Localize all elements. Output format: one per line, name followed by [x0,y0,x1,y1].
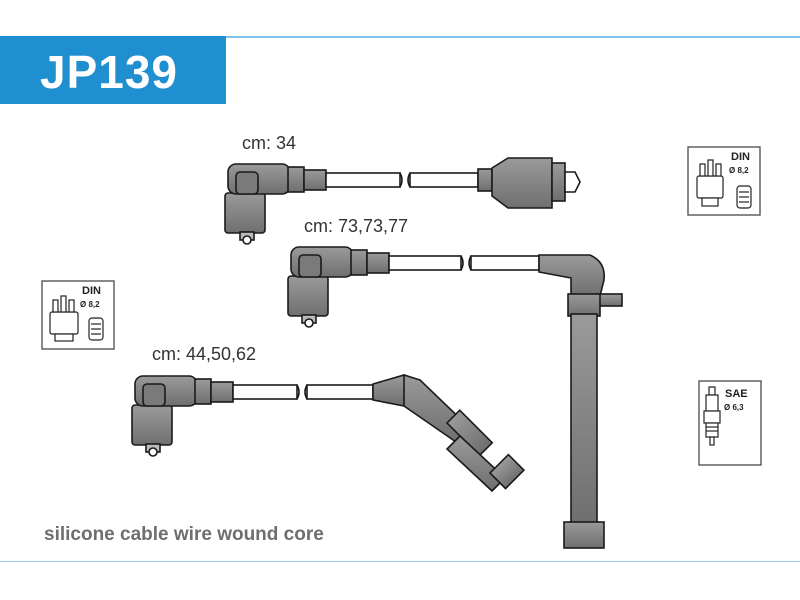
cable-2-plug-boot [287,246,390,328]
distributor-cap-icon [696,159,724,207]
din-label-top: DIN [731,151,750,163]
spark-plug-icon [703,386,721,446]
sae-spark-plug-badge [698,380,762,466]
cable-3 [131,373,526,493]
cable-3-wire [232,384,374,400]
cable-2 [287,246,623,549]
cable-3-angled-end [372,373,526,493]
cable-2-wire [388,255,540,271]
cable-1-wire [325,172,479,188]
cable-description: silicone cable wire wound core [44,524,324,545]
cable-1-length-label: cm: 34 [242,133,297,153]
cable-1-distributor-end [477,157,581,209]
cable-1 [224,157,581,245]
title-banner [0,36,226,104]
header-divider [226,36,800,38]
diameter-label-left: Ø 8,2 [80,300,100,309]
din-distributor-badge-left [41,280,115,350]
terminal-icon [88,317,104,341]
cable-2-distributor-end [538,254,623,549]
diameter-label-top: Ø 8,2 [729,166,749,175]
diameter-label-plug: Ø 6,3 [724,403,744,412]
cable-3-plug-boot [131,375,234,457]
din-distributor-badge-top [687,146,761,216]
sae-label: SAE [725,388,748,400]
part-number-title: JP139 [40,46,179,98]
cable-2-length-label: cm: 73,73,77 [304,216,409,236]
footer-divider [0,561,800,562]
distributor-cap-icon [49,295,79,342]
cable-1-plug-boot [224,163,327,245]
terminal-icon [736,185,752,209]
cable-3-length-label: cm: 44,50,62 [152,344,257,364]
din-label-left: DIN [82,285,101,297]
